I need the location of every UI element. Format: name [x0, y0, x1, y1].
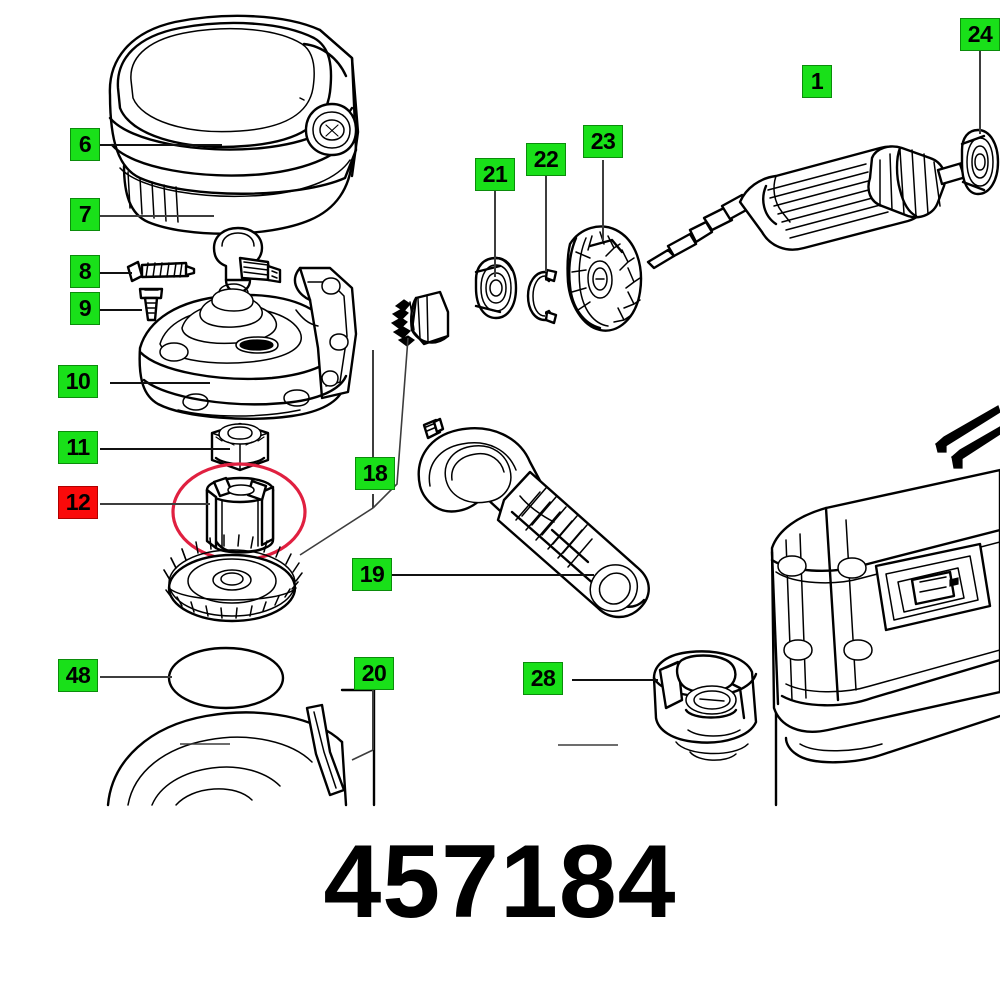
- leader-18b: [372, 494, 374, 508]
- part-number-caption: 457184: [323, 824, 677, 940]
- callout-21[interactable]: 21: [475, 158, 515, 191]
- part-48-gasket: [167, 646, 285, 710]
- leader-48: [100, 676, 172, 678]
- leader-22: [545, 176, 547, 272]
- part-23-fan: [566, 225, 643, 332]
- part-28-clamp: [652, 650, 758, 761]
- part-motor-housing-right: [770, 405, 1000, 807]
- callout-19[interactable]: 19: [352, 558, 392, 591]
- part-10-gear-housing: [138, 266, 358, 420]
- leader-10: [110, 382, 210, 385]
- leader-21: [494, 185, 496, 277]
- part-24-bearing: [960, 128, 1000, 196]
- part-21-bearing: [474, 256, 518, 320]
- part-19-side-handle: [417, 417, 650, 619]
- leader-19: [390, 574, 594, 577]
- leader-11: [100, 448, 230, 451]
- callout-8[interactable]: 8: [70, 255, 100, 288]
- part-8-screw: [126, 260, 196, 283]
- callout-20[interactable]: 20: [354, 657, 394, 690]
- leader-8: [100, 272, 132, 275]
- callout-10[interactable]: 10: [58, 365, 98, 398]
- callout-23[interactable]: 23: [583, 125, 623, 158]
- callout-28[interactable]: 28: [523, 662, 563, 695]
- callout-6[interactable]: 6: [70, 128, 100, 161]
- leader-28: [572, 679, 658, 682]
- callout-22[interactable]: 22: [526, 143, 566, 176]
- diagram-linework: .ln{fill:none;stroke:#000;stroke-width:2…: [106, 14, 1000, 807]
- callout-11[interactable]: 11: [58, 431, 98, 464]
- leader-20: [372, 690, 374, 750]
- part-22-circlip: [526, 268, 558, 325]
- leader-24: [979, 46, 981, 134]
- callout-18[interactable]: 18: [355, 457, 395, 490]
- part-7-knob: [212, 226, 282, 294]
- part-9-screw: [138, 287, 164, 322]
- leader-7a: [100, 215, 214, 217]
- leader-6: [100, 144, 222, 147]
- part-11-bearing: [210, 422, 270, 472]
- part-crown-gear: [163, 534, 303, 623]
- leader-23: [602, 160, 604, 240]
- callout-7[interactable]: 7: [70, 198, 100, 231]
- leader-18a: [372, 350, 374, 460]
- part-1-armature: [646, 145, 984, 270]
- callout-12[interactable]: 12: [58, 486, 98, 519]
- part-18-pinion: [390, 290, 450, 347]
- leader-12: [100, 503, 210, 505]
- part-20-housing: [106, 688, 376, 807]
- callout-48[interactable]: 48: [58, 659, 98, 692]
- callout-1[interactable]: 1: [802, 65, 832, 98]
- exploded-diagram-canvas: .ln{fill:none;stroke:#000;stroke-width:2…: [106, 14, 1000, 807]
- callout-24[interactable]: 24: [960, 18, 1000, 51]
- part-12-clutch-hub: [171, 462, 307, 562]
- leader-9: [100, 309, 142, 312]
- part-6-cover: [108, 14, 360, 235]
- callout-9[interactable]: 9: [70, 292, 100, 325]
